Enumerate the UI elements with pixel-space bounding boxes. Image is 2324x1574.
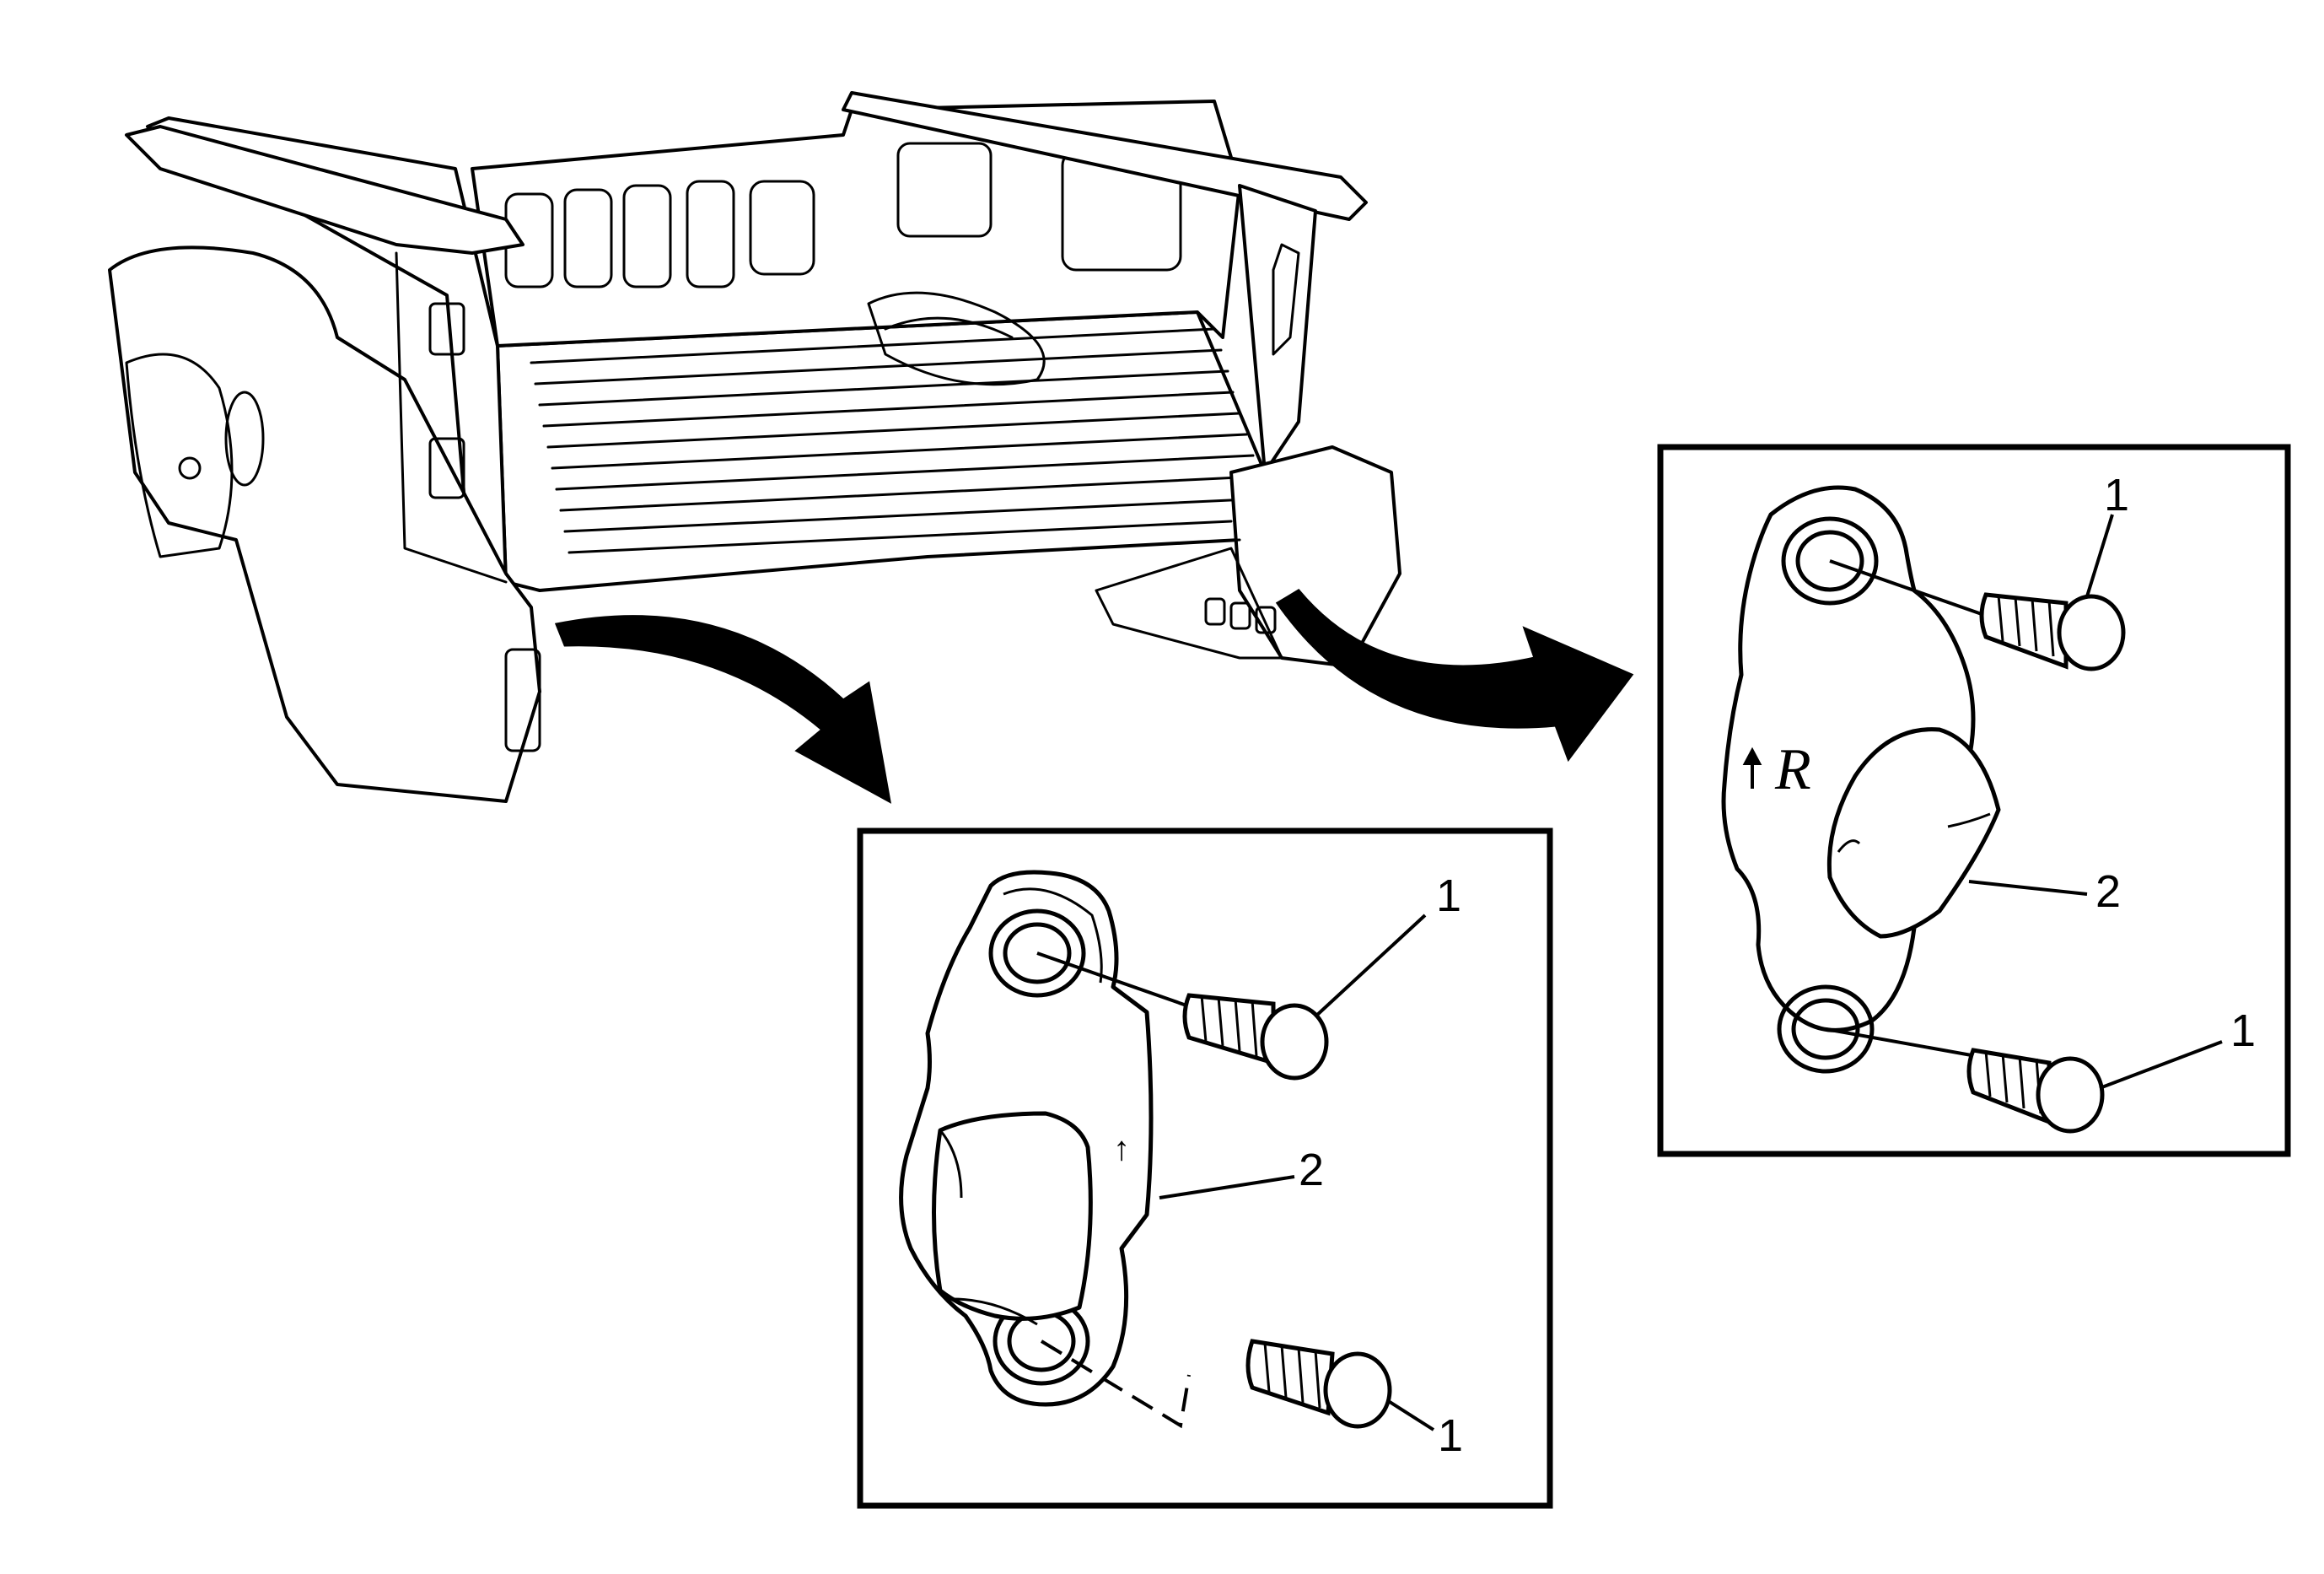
left-top-bolt [1036, 951, 1329, 1081]
left-bottom-bolt [1040, 1339, 1392, 1429]
left-callout-2: 2 [1299, 1145, 1324, 1195]
left-leader-lines [1159, 914, 1435, 1431]
pickup-bed-illustration [108, 91, 1401, 803]
left-up-marking: ↑ [1113, 1130, 1130, 1167]
right-bumper-pad [1721, 485, 2001, 1074]
right-top-bolt [1829, 559, 2126, 671]
left-detail-box: ↑ [857, 827, 1553, 1509]
left-callout-1-bottom: 1 [1438, 1410, 1463, 1461]
left-bumper-pad [899, 870, 1154, 1407]
right-bottom-bolt [1825, 1027, 2105, 1134]
right-callout-1-bottom: 1 [2230, 1005, 2256, 1056]
left-direction-arrow [554, 615, 892, 804]
right-up-arrow-icon [1742, 747, 1762, 789]
right-r-marking: R [1774, 737, 1811, 802]
left-up-marking-text: ↑ [1113, 1130, 1130, 1167]
right-direction-arrow [1275, 589, 1634, 763]
right-callout-2: 2 [2095, 866, 2121, 917]
left-callout-1-top: 1 [1436, 871, 1461, 921]
right-leader-lines [1968, 514, 2223, 1090]
right-detail-box: R [1657, 444, 2291, 1157]
right-callout-1-top: 1 [2104, 470, 2129, 520]
